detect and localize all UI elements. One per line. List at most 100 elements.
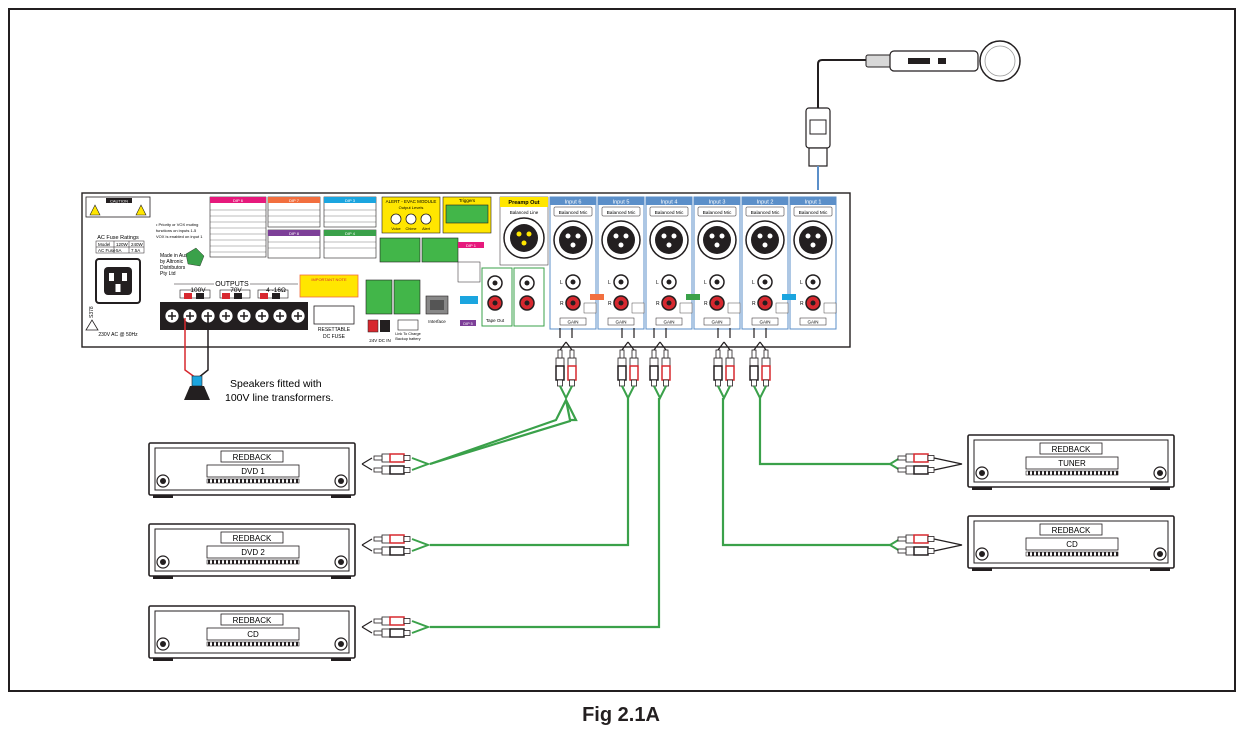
- preamp-title: Preamp Out: [508, 200, 539, 206]
- right-channel-label: R: [704, 301, 708, 307]
- dip-tag: [782, 294, 796, 300]
- input-type: Balanced Mic: [655, 210, 684, 216]
- device-brand: REDBACK: [233, 453, 272, 462]
- svg-text:VOX is enabled on input 1: VOX is enabled on input 1: [156, 234, 203, 239]
- gain-label: GAIN: [567, 320, 578, 325]
- cable-tuner-to-input2: [758, 398, 890, 466]
- input-type: Balanced Mic: [703, 210, 732, 216]
- left-channel-label: L: [656, 280, 659, 286]
- device-brand: REDBACK: [233, 616, 272, 625]
- charger-label: Link To Charge: [395, 332, 420, 336]
- device-model: DVD 2: [241, 548, 265, 557]
- amp-rca-plugs: [555, 328, 771, 401]
- right-channel-label: R: [560, 301, 564, 307]
- plug-input-3: [713, 328, 735, 401]
- svg-text:functions on inputs 1-5: functions on inputs 1-5: [156, 228, 197, 233]
- device-model: TUNER: [1058, 459, 1086, 468]
- iec-mains-socket: [95, 258, 141, 304]
- gain-label: GAIN: [759, 320, 770, 325]
- input-type: Balanced Mic: [751, 210, 780, 216]
- speaker-wiring: [184, 318, 210, 400]
- mic-cable: [817, 59, 868, 108]
- resettable-fuse: RESETTABLE DC FUSE: [313, 305, 355, 340]
- alert-knob-label: Voice: [391, 227, 400, 231]
- cable-dvd1-trunk: [429, 399, 572, 466]
- input-name: Input 1: [805, 200, 822, 206]
- fuse-label: DC FUSE: [323, 334, 346, 340]
- left-channel-label: L: [752, 280, 755, 286]
- source-device: REDBACK CD: [148, 605, 356, 661]
- rca-plug-pair: [897, 534, 935, 556]
- fuse-cell: 120W: [116, 242, 129, 247]
- audio-cables: [429, 397, 890, 629]
- gain-label: GAIN: [663, 320, 674, 325]
- outputs-title: OUTPUTS: [215, 281, 249, 288]
- cable-cd-to-input4: [430, 398, 661, 629]
- fuse-cell: 7.5A: [131, 248, 140, 253]
- input-type: Balanced Mic: [607, 210, 636, 216]
- tape-out: Tape Out: [481, 267, 545, 327]
- rca-plug-pair: [373, 453, 411, 475]
- dip-label: DIP 7: [289, 198, 300, 203]
- input-type: Balanced Mic: [799, 210, 828, 216]
- alert-knob-label: Alert: [422, 227, 431, 231]
- fuse-cell: Model: [98, 242, 110, 247]
- rca-plug-pair: [373, 616, 411, 638]
- alert-module-label: ALERT - EVAC MODULE: [386, 199, 437, 204]
- input-name: Input 3: [709, 200, 726, 206]
- rca-plug-pair: [649, 349, 671, 387]
- tape-out-label: Tape Out: [486, 318, 505, 323]
- left-channel-label: L: [704, 280, 707, 286]
- alert-evac-module: ALERT - EVAC MODULE Output Levels Voice …: [365, 196, 492, 343]
- made-in-line: Distributors: [160, 265, 186, 271]
- svg-text:• Priority or VOX muting: • Priority or VOX muting: [156, 222, 198, 227]
- speaker-cable-neg: [197, 318, 209, 379]
- figure-caption: Fig 2.1A: [582, 704, 660, 726]
- interface-label: Interface: [428, 319, 446, 324]
- made-in-line: Made in Australia: [160, 253, 199, 259]
- device-plug: [361, 453, 431, 475]
- fuse-cell: 240W: [131, 242, 144, 247]
- device-plug: [889, 534, 963, 556]
- device-plug: [361, 534, 431, 556]
- plug-input-5: [617, 328, 639, 401]
- device-model: CD: [1066, 540, 1078, 549]
- cable-cd2-to-input3: [721, 398, 890, 547]
- rca-plug-pair: [749, 349, 771, 387]
- gain-label: GAIN: [615, 320, 626, 325]
- device-brand: REDBACK: [233, 534, 272, 543]
- input-name: Input 5: [613, 200, 630, 206]
- important-note: IMPORTANT NOTE: [299, 274, 359, 298]
- charger-label: Backup battery: [395, 337, 420, 341]
- gain-label: GAIN: [711, 320, 722, 325]
- dip-label: DIP 4: [345, 231, 356, 236]
- plug-input-6: [555, 328, 577, 401]
- device-model: CD: [247, 630, 259, 639]
- mains-section: CAUTION AC Fuse Ratings Model 120W 240W …: [85, 196, 205, 338]
- cable-dvd2-to-input5: [430, 398, 630, 547]
- output-tap-label: 70V: [230, 287, 242, 294]
- microphone: [805, 40, 1021, 190]
- figure-frame: [8, 8, 1236, 692]
- dip-label: DIP 5: [463, 322, 472, 326]
- dip-label: DIP 1: [466, 243, 477, 248]
- right-channel-label: R: [752, 301, 756, 307]
- cable-dvd1-to-input6: [429, 397, 578, 466]
- right-channel-label: R: [800, 301, 804, 307]
- speaker-cable: [184, 318, 197, 379]
- dip-label: DIP 8: [289, 231, 300, 236]
- speaker-note-line: 100V line transformers.: [225, 392, 334, 404]
- preamp-sub: Balanced Line: [510, 210, 539, 215]
- fuse-label: RESETTABLE: [318, 327, 351, 333]
- amplifier-rear-panel: CAUTION AC Fuse Ratings Model 120W 240W …: [81, 192, 851, 348]
